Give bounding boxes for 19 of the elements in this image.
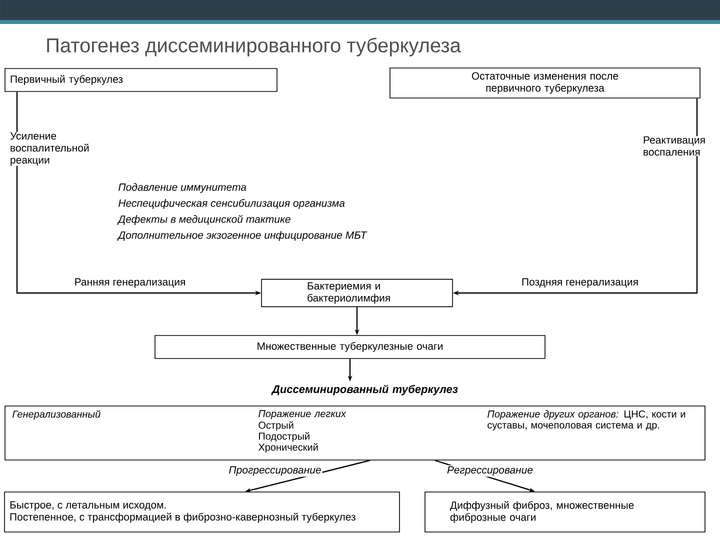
factor-text: Дополнительное экзогенное инфицирование МБТ <box>117 231 368 241</box>
factor-text: Подавление иммунитета <box>118 183 246 193</box>
edge-label: Прогрессирование <box>229 466 321 476</box>
edge-label: Ранняя генерализация <box>75 278 185 288</box>
process-box: Первичный туберкулез <box>4 68 278 92</box>
edge-label: Регрессирование <box>447 466 533 476</box>
factor-text: Дефекты в медицинской тактике <box>117 215 290 225</box>
factor-text: Неспецифическая сенсибилизация организма <box>118 199 345 209</box>
process-box: Бактериемия и бактериолимфия <box>261 278 453 308</box>
outcome-heading: Диссеминированный туберкулез <box>271 384 458 396</box>
process-box: Диффузный фиброз, множественные фиброзные очаги <box>424 492 706 532</box>
forms-box: Генерализованный Поражение легких Острый Подострый Хронический Поражение других органов: ЦНС, кости и суставы, мочеполовая система и др. <box>4 406 706 460</box>
stage-text: Реактивация воспаления <box>644 136 705 156</box>
stage-text: Усиление воспалительной реакции <box>10 132 89 166</box>
process-box: Остаточные изменения после первичного туберкулеза <box>390 68 700 98</box>
process-box: Множественные туберкулезные очаги <box>154 335 546 359</box>
title: Патогенез диссеминированного туберкулеза <box>47 38 461 56</box>
outcome-box: Быстрое, с летальным исходом. Постепенное, с трансформацией в фиброзно-кавернозный туберкулез <box>4 492 400 532</box>
edge-label: Поздняя генерализация <box>522 278 638 288</box>
